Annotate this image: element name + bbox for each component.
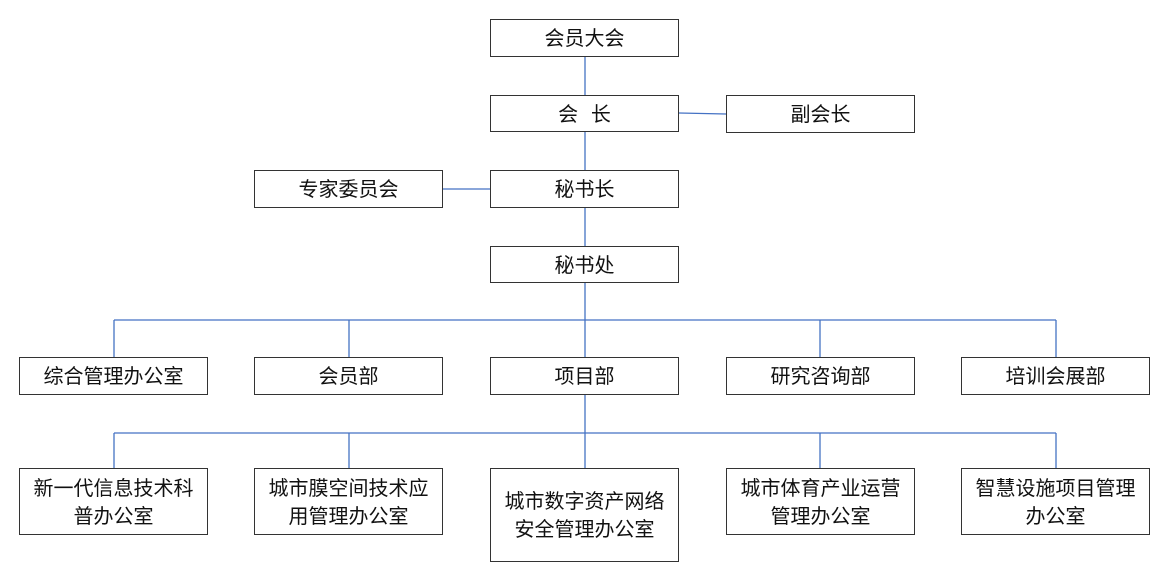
- node-label: 城市膜空间技术应用管理办公室: [268, 475, 429, 528]
- node-label: 智慧设施项目管理办公室: [975, 475, 1136, 528]
- node-label: 秘书长: [554, 177, 615, 201]
- node-secretariat: 秘书处: [490, 246, 679, 283]
- node-vice-president: 副会长: [726, 95, 915, 133]
- node-label: 秘书处: [554, 252, 615, 277]
- node-president: 会 长: [490, 95, 679, 132]
- node-label: 综合管理办公室: [43, 364, 184, 388]
- node-office-digital: 城市数字资产网络安全管理办公室: [490, 468, 679, 562]
- node-label: 副会长: [790, 102, 851, 126]
- node-label: 会员大会: [544, 26, 625, 50]
- node-expert-committee: 专家委员会: [254, 170, 443, 208]
- node-label: 专家委员会: [298, 177, 399, 201]
- node-label: 城市数字资产网络安全管理办公室: [504, 489, 665, 541]
- node-dept-member: 会员部: [254, 357, 443, 395]
- node-dept-admin: 综合管理办公室: [19, 357, 208, 395]
- node-office-membrane: 城市膜空间技术应用管理办公室: [254, 468, 443, 535]
- node-dept-project: 项目部: [490, 357, 679, 395]
- node-office-it: 新一代信息技术科普办公室: [19, 468, 208, 535]
- node-label: 新一代信息技术科普办公室: [33, 475, 194, 528]
- node-label: 会员部: [318, 364, 379, 388]
- node-office-sports: 城市体育产业运营管理办公室: [726, 468, 915, 535]
- node-label: 项目部: [554, 364, 615, 388]
- node-label: 会 长: [558, 101, 611, 126]
- node-label: 培训会展部: [1005, 364, 1106, 388]
- node-dept-research: 研究咨询部: [726, 357, 915, 395]
- node-office-smart: 智慧设施项目管理办公室: [961, 468, 1150, 535]
- node-dept-training: 培训会展部: [961, 357, 1150, 395]
- node-label: 城市体育产业运营管理办公室: [740, 475, 901, 528]
- connector-line: [678, 112, 727, 115]
- node-secretary-general: 秘书长: [490, 170, 679, 208]
- node-label: 研究咨询部: [770, 364, 871, 388]
- node-general-assembly: 会员大会: [490, 19, 679, 57]
